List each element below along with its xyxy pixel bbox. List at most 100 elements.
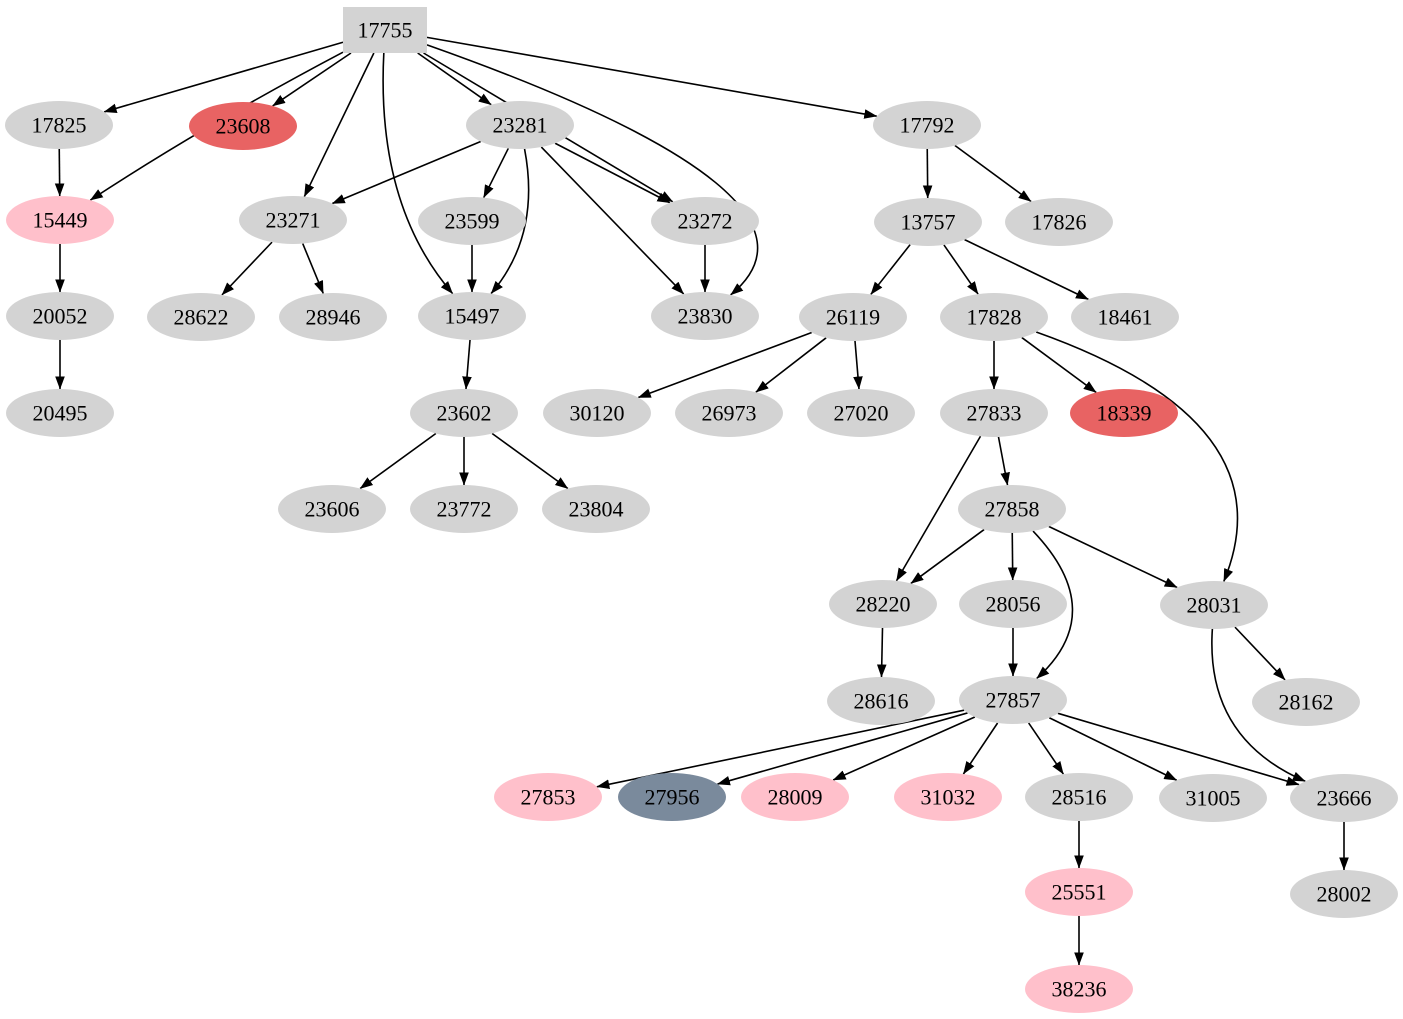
edge-23271-28946 xyxy=(301,243,325,294)
node-label-27853: 27853 xyxy=(521,785,576,810)
node-ellipse-17825 xyxy=(5,101,113,149)
node-ellipse-23666 xyxy=(1290,774,1398,822)
node-30120: 30120 xyxy=(543,389,651,437)
node-ellipse-23602 xyxy=(410,389,518,437)
edge-15497-23602 xyxy=(462,339,472,390)
node-28031: 28031 xyxy=(1160,581,1268,629)
node-label-25551: 25551 xyxy=(1052,880,1107,905)
node-ellipse-31005 xyxy=(1159,774,1267,822)
edge-27857-31032 xyxy=(962,722,999,775)
node-label-23772: 23772 xyxy=(437,497,492,522)
node-label-23606: 23606 xyxy=(305,497,360,522)
node-27020: 27020 xyxy=(807,389,915,437)
edge-17755-15497 xyxy=(382,52,454,295)
node-ellipse-26973 xyxy=(675,389,783,437)
node-ellipse-23830 xyxy=(651,292,759,340)
edge-27833-27858 xyxy=(997,436,1010,486)
node-15449: 15449 xyxy=(6,196,114,244)
node-label-13757: 13757 xyxy=(901,210,956,235)
node-28516: 28516 xyxy=(1025,773,1133,821)
edge-13757-18461 xyxy=(964,238,1089,301)
edge-17792-13757 xyxy=(922,148,933,199)
node-label-15497: 15497 xyxy=(445,304,500,329)
node-label-27858: 27858 xyxy=(985,497,1040,522)
node-box-17755 xyxy=(343,7,427,53)
node-label-28056: 28056 xyxy=(986,592,1041,617)
node-label-31032: 31032 xyxy=(921,785,976,810)
node-25551: 25551 xyxy=(1025,868,1133,916)
edge-23602-23606 xyxy=(359,432,437,490)
node-23271: 23271 xyxy=(239,196,347,244)
node-ellipse-28162 xyxy=(1252,678,1360,726)
node-28056: 28056 xyxy=(959,580,1067,628)
node-23772: 23772 xyxy=(410,485,518,533)
node-28002: 28002 xyxy=(1290,870,1398,918)
edge-17828-18339 xyxy=(1021,336,1097,394)
node-38236: 38236 xyxy=(1025,965,1133,1013)
node-label-18461: 18461 xyxy=(1098,305,1153,330)
node-23666: 23666 xyxy=(1290,774,1398,822)
node-label-20052: 20052 xyxy=(33,304,88,329)
edge-27857-28516 xyxy=(1027,722,1065,775)
node-ellipse-23281 xyxy=(466,101,574,149)
edge-17755-23281 xyxy=(417,52,492,106)
edge-27858-28220 xyxy=(910,528,985,585)
edge-17755-23608 xyxy=(272,52,352,107)
edge-26119-27020 xyxy=(853,340,863,390)
node-label-31005: 31005 xyxy=(1186,786,1241,811)
node-label-17755: 17755 xyxy=(358,18,413,43)
node-ellipse-23772 xyxy=(410,485,518,533)
node-23599: 23599 xyxy=(418,197,526,245)
node-ellipse-23608 xyxy=(189,102,297,150)
edge-23281-23272 xyxy=(554,142,671,204)
node-label-23271: 23271 xyxy=(266,208,321,233)
node-23804: 23804 xyxy=(542,485,650,533)
node-26973: 26973 xyxy=(675,389,783,437)
node-ellipse-23271 xyxy=(239,196,347,244)
node-28622: 28622 xyxy=(147,293,255,341)
node-ellipse-27833 xyxy=(940,389,1048,437)
node-ellipse-23272 xyxy=(651,197,759,245)
edge-28220-28616 xyxy=(876,627,887,678)
node-label-23666: 23666 xyxy=(1317,786,1372,811)
node-label-23599: 23599 xyxy=(445,209,500,234)
node-28009: 28009 xyxy=(741,773,849,821)
edge-28031-23666 xyxy=(1211,628,1306,783)
node-label-26973: 26973 xyxy=(702,401,757,426)
edge-13757-17828 xyxy=(943,244,979,295)
node-ellipse-28616 xyxy=(827,677,935,725)
node-label-28946: 28946 xyxy=(306,305,361,330)
node-ellipse-17792 xyxy=(873,101,981,149)
node-label-23602: 23602 xyxy=(437,401,492,426)
edges-layer xyxy=(54,36,1349,966)
edge-17755-23271 xyxy=(303,52,375,197)
node-17826: 17826 xyxy=(1005,198,1113,246)
edge-17755-17825 xyxy=(103,41,344,113)
edge-23281-23830 xyxy=(540,146,685,295)
node-18339: 18339 xyxy=(1070,389,1178,437)
node-23608: 23608 xyxy=(189,102,297,150)
node-label-15449: 15449 xyxy=(33,208,88,233)
node-ellipse-27956 xyxy=(618,773,726,821)
node-23606: 23606 xyxy=(278,485,386,533)
node-31005: 31005 xyxy=(1159,774,1267,822)
node-23602: 23602 xyxy=(410,389,518,437)
edge-27857-28009 xyxy=(832,716,976,781)
node-ellipse-26119 xyxy=(799,293,907,341)
node-ellipse-23606 xyxy=(278,485,386,533)
node-23830: 23830 xyxy=(651,292,759,340)
node-27833: 27833 xyxy=(940,389,1048,437)
node-ellipse-27857 xyxy=(959,676,1067,724)
node-label-17828: 17828 xyxy=(967,305,1022,330)
node-18461: 18461 xyxy=(1071,293,1179,341)
node-ellipse-30120 xyxy=(543,389,651,437)
node-label-18339: 18339 xyxy=(1097,401,1152,426)
node-label-17826: 17826 xyxy=(1032,210,1087,235)
node-label-27020: 27020 xyxy=(834,401,889,426)
node-23272: 23272 xyxy=(651,197,759,245)
node-17825: 17825 xyxy=(5,101,113,149)
edge-27858-27857 xyxy=(1032,530,1074,680)
node-label-27857: 27857 xyxy=(986,688,1041,713)
edge-27857-31005 xyxy=(1048,717,1178,781)
